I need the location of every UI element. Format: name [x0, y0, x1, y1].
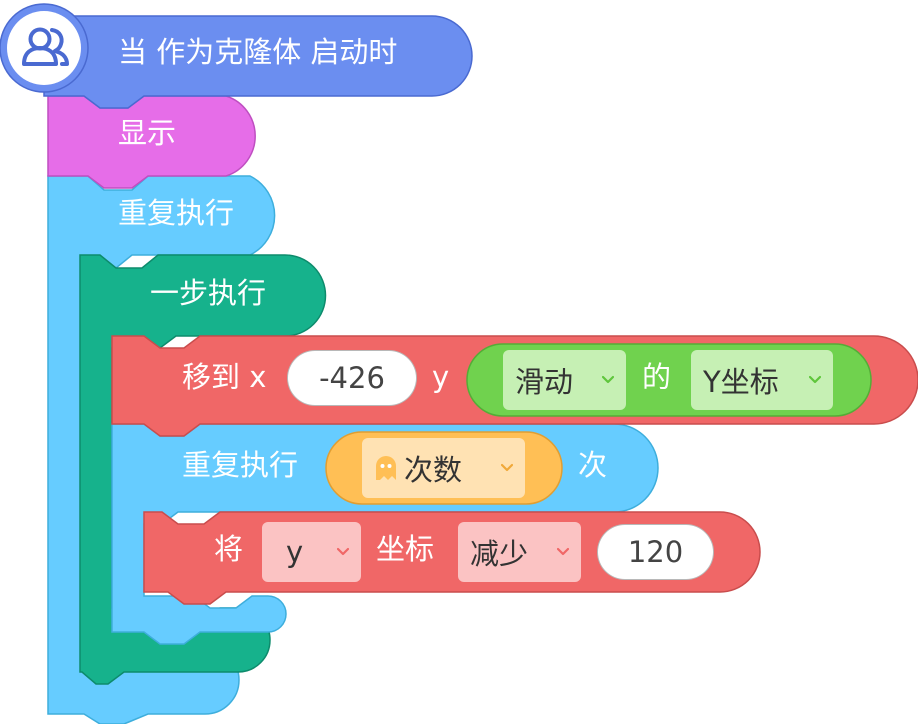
sensor-attr-text: Y坐标 — [703, 365, 779, 399]
of-label: 的 — [642, 360, 672, 394]
chevron-down-icon — [337, 547, 349, 556]
users-icon — [22, 27, 69, 66]
coord-label: 坐标 — [376, 532, 435, 566]
sensor-target-dropdown[interactable]: 滑动 — [503, 350, 626, 410]
repeat-suffix: 次 — [578, 448, 608, 482]
show-label: 显示 — [118, 116, 177, 150]
ghost-icon — [376, 456, 396, 480]
operation-text: 减少 — [470, 537, 529, 571]
step-label: 一步执行 — [150, 276, 267, 310]
hat-label: 当 作为克隆体 启动时 — [118, 35, 398, 69]
y-label: y — [432, 360, 450, 394]
move-label: 移到 x — [182, 360, 267, 394]
chevron-down-icon — [809, 375, 821, 384]
forever-label: 重复执行 — [118, 196, 235, 230]
hat-block-shape[interactable] — [43, 15, 473, 109]
x-value-text: -426 — [319, 361, 385, 395]
count-variable-dropdown[interactable]: 次数 — [362, 438, 525, 498]
axis-dropdown[interactable]: y — [262, 522, 361, 582]
sensor-target-text: 滑动 — [515, 365, 574, 399]
count-variable-text: 次数 — [404, 453, 463, 487]
x-value-input[interactable]: -426 — [287, 350, 417, 406]
axis-text: y — [286, 535, 304, 569]
repeat-label: 重复执行 — [182, 448, 299, 482]
change-label: 将 — [214, 532, 244, 566]
chevron-down-icon — [602, 375, 614, 384]
operation-dropdown[interactable]: 减少 — [458, 522, 581, 582]
change-value-text: 120 — [627, 535, 684, 569]
chevron-down-icon — [501, 463, 513, 472]
change-value-input[interactable]: 120 — [597, 524, 714, 580]
sensor-attr-dropdown[interactable]: Y坐标 — [691, 350, 833, 410]
chevron-down-icon — [557, 547, 569, 556]
